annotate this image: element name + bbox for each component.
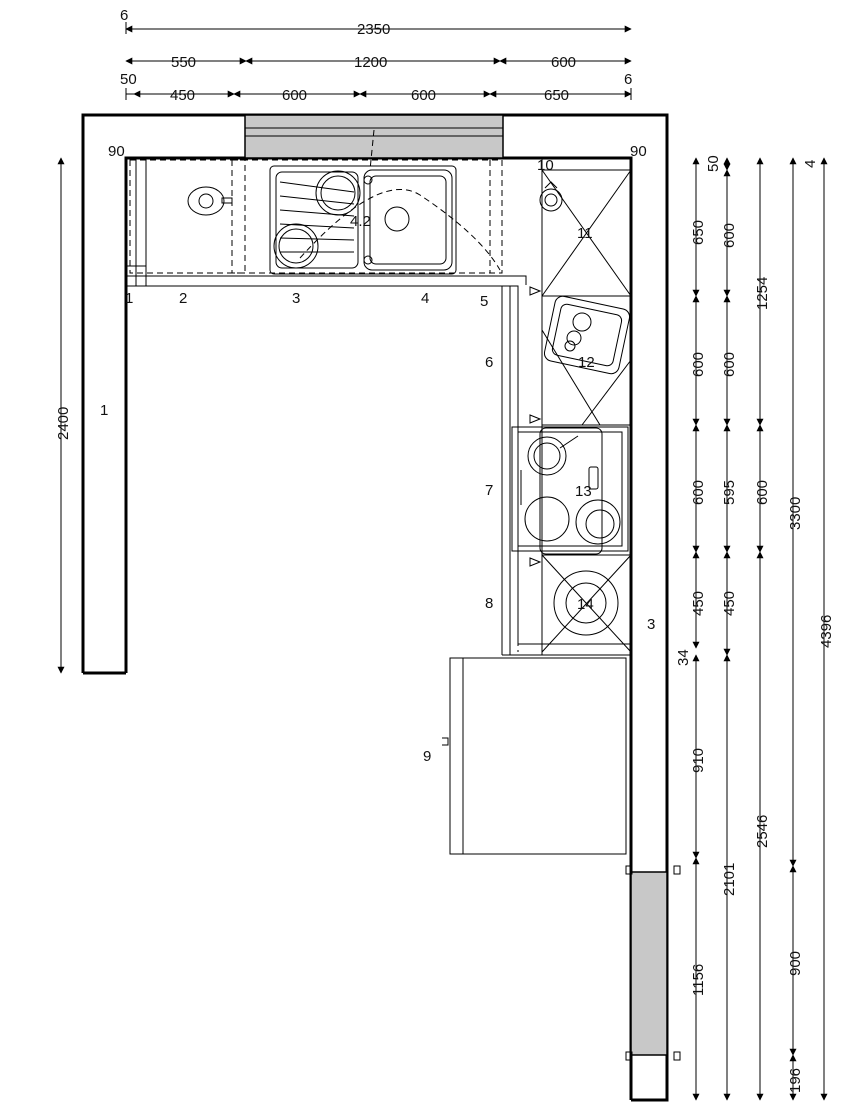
dim-r5-4: 4 xyxy=(802,160,819,168)
sink xyxy=(269,129,501,275)
dim-r4-196: 196 xyxy=(787,1068,804,1093)
label-wall-left: 1 xyxy=(100,402,108,419)
dim-r1-600a: 600 xyxy=(690,352,707,377)
dim-r2-600b: 600 xyxy=(721,352,738,377)
wall-inner xyxy=(124,156,633,1100)
dimension-labels: 6 2350 550 1200 600 50 450 600 600 650 6… xyxy=(55,7,835,1093)
label-unit-4: 4 xyxy=(421,290,429,307)
dim-top-600b: 600 xyxy=(282,87,307,104)
dim-r3-600: 600 xyxy=(754,480,771,505)
dim-r1-910: 910 xyxy=(690,748,707,773)
label-unit-9: 9 xyxy=(423,748,431,765)
label-appliance-13: 13 xyxy=(575,483,592,500)
label-appliance-12: 12 xyxy=(578,354,595,371)
dim-top-6: 6 xyxy=(120,7,128,24)
dim-r1-34: 34 xyxy=(675,649,692,666)
dim-r5-4396: 4396 xyxy=(818,615,835,648)
dim-r2-50: 50 xyxy=(705,155,722,172)
dim-r3-1254: 1254 xyxy=(754,277,771,310)
wall-outer xyxy=(81,113,669,1102)
dim-r1-650: 650 xyxy=(690,220,707,245)
dim-r4-900: 900 xyxy=(787,951,804,976)
dim-r4-3300: 3300 xyxy=(787,497,804,530)
dim-top-650: 650 xyxy=(544,87,569,104)
dim-r1-600b: 600 xyxy=(690,480,707,505)
dim-r2-450: 450 xyxy=(721,591,738,616)
corner-left-90: 90 xyxy=(108,143,125,160)
dim-r1-1156: 1156 xyxy=(690,964,707,996)
walls xyxy=(81,113,681,1102)
item-labels: 1 3 1 2 3 4 5 6 7 8 9 4.2 10 11 12 13 14 xyxy=(100,157,655,765)
label-appliance-14: 14 xyxy=(577,596,594,613)
appliances xyxy=(187,181,631,855)
label-unit-6: 6 xyxy=(485,354,493,371)
label-unit-3: 3 xyxy=(292,290,300,307)
dim-r2-2101: 2101 xyxy=(721,863,738,896)
label-sink: 4.2 xyxy=(350,213,371,230)
dim-top-600c: 600 xyxy=(411,87,436,104)
label-unit-1: 1 xyxy=(125,290,133,307)
corner-right-90: 90 xyxy=(630,143,647,160)
dim-left-2400: 2400 xyxy=(55,407,72,440)
dim-top-550: 550 xyxy=(171,54,196,71)
dim-r2-600a: 600 xyxy=(721,223,738,248)
label-unit-7: 7 xyxy=(485,482,493,499)
dim-r2-595: 595 xyxy=(721,480,738,505)
dim-r1-450: 450 xyxy=(690,591,707,616)
dim-top-6b: 6 xyxy=(624,71,632,88)
label-unit-8: 8 xyxy=(485,595,493,612)
window-right xyxy=(630,871,668,1056)
dim-top-450: 450 xyxy=(170,87,195,104)
dim-top-50: 50 xyxy=(120,71,137,88)
dim-top-1200: 1200 xyxy=(354,54,387,71)
label-wall-right: 3 xyxy=(647,616,655,633)
label-unit-5: 5 xyxy=(480,293,488,310)
label-unit-2: 2 xyxy=(179,290,187,307)
dim-r3-2546: 2546 xyxy=(754,815,771,848)
label-appliance-11: 11 xyxy=(577,225,593,242)
dimension-lines xyxy=(57,22,828,1101)
dim-top-2350: 2350 xyxy=(357,21,390,38)
dim-top-600a: 600 xyxy=(551,54,576,71)
counters xyxy=(125,157,632,656)
label-appliance-10: 10 xyxy=(537,157,554,174)
